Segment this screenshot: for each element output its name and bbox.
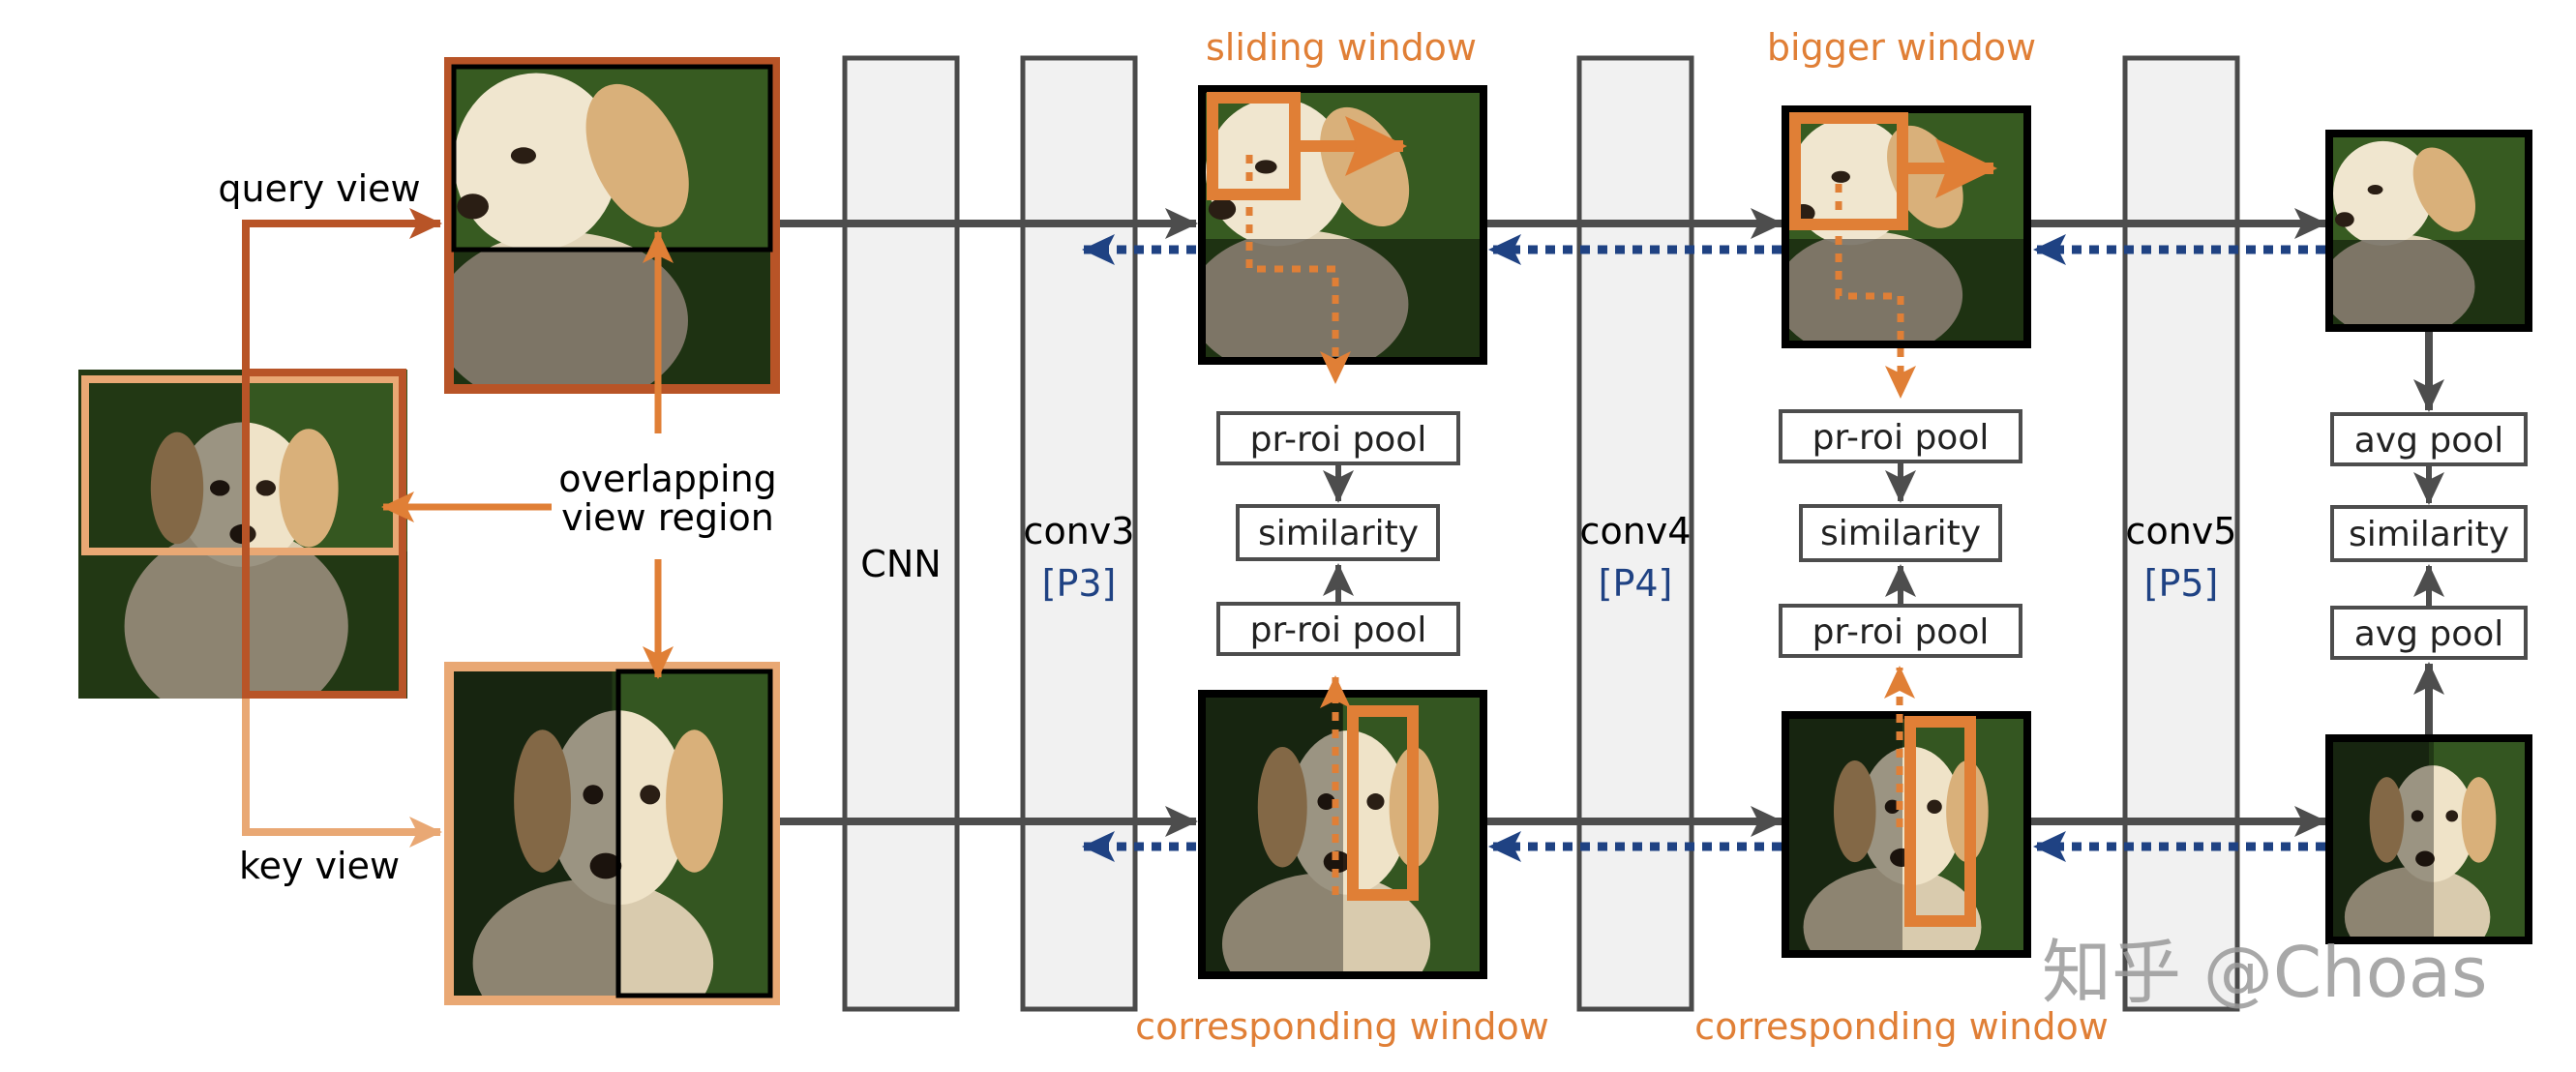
label-overlap-2: view region — [561, 496, 774, 539]
label-conv4: conv4 — [1580, 510, 1692, 552]
label-bigger-window: bigger window — [1767, 26, 2036, 69]
network-columns — [842, 55, 2240, 1012]
query-view-arrow — [242, 208, 442, 551]
stage3-top-pool-label: avg pool — [2354, 421, 2504, 461]
original-image — [78, 369, 407, 699]
stage3-similarity-box — [2330, 505, 2528, 562]
stage1-bottom-pool-label: pr-roi pool — [1250, 610, 1427, 650]
stage2-bottom-pool-box — [1779, 604, 2022, 658]
label-conv3: conv3 — [1024, 510, 1135, 552]
stage2-bottom-pool-label: pr-roi pool — [1812, 612, 1990, 652]
bigger-window-box — [1789, 112, 1908, 230]
feature-map-query-p4 — [1782, 105, 2031, 348]
key-view-arrow — [242, 699, 442, 848]
stage2-top-pool-label: pr-roi pool — [1812, 418, 1990, 458]
bigger-window-dotted-link — [1835, 184, 1916, 399]
stage1-similarity-label: similarity — [1258, 514, 1419, 553]
sliding-window-box — [1207, 92, 1301, 200]
label-cnn: CNN — [860, 543, 941, 585]
stage2-similarity-box — [1799, 504, 2002, 562]
stage1-similarity-box — [1236, 504, 1440, 561]
stage1-top-pool-box — [1216, 411, 1460, 465]
label-corresponding-window-2: corresponding window — [1694, 1005, 2109, 1048]
stage3-bottom-pool-box — [2330, 606, 2528, 660]
key-view-image — [444, 662, 780, 1005]
feature-map-query-p5 — [2325, 130, 2532, 332]
stage3-similarity-label: similarity — [2349, 515, 2509, 554]
stage1-bottom-pool-box — [1216, 602, 1460, 656]
label-p5: [P5] — [2144, 562, 2219, 605]
stage3-ops — [2330, 332, 2528, 734]
sliding-window-dotted-link — [1245, 155, 1351, 384]
corresponding-window-box-2 — [1904, 716, 1976, 927]
stage2-ops — [1779, 409, 2022, 658]
label-query-view: query view — [218, 167, 420, 210]
stage3-bottom-pool-label: avg pool — [2354, 614, 2504, 654]
label-conv5: conv5 — [2126, 510, 2237, 552]
label-corresponding-window-1: corresponding window — [1135, 1005, 1549, 1048]
conv3-column — [1020, 55, 1138, 1012]
label-p3: [P3] — [1042, 562, 1117, 605]
feature-map-key-p4 — [1782, 711, 2031, 958]
key-crop-outline — [81, 375, 401, 555]
query-view-image — [444, 57, 780, 394]
stage3-top-pool-box — [2330, 412, 2528, 466]
feature-map-key-p3 — [1198, 690, 1487, 979]
cnn-column — [842, 55, 960, 1012]
stage1-top-pool-label: pr-roi pool — [1250, 420, 1427, 460]
label-key-view: key view — [239, 845, 400, 887]
watermark: 知乎 @Choas — [2042, 932, 2487, 1013]
label-p4: [P4] — [1599, 562, 1673, 605]
stage2-similarity-label: similarity — [1820, 514, 1981, 553]
feature-map-key-p5 — [2325, 734, 2532, 944]
corresponding-window-box — [1347, 705, 1419, 901]
stage1-ops — [1216, 411, 1460, 656]
label-sliding-window: sliding window — [1206, 26, 1477, 69]
label-overlap-1: overlapping — [558, 458, 777, 500]
